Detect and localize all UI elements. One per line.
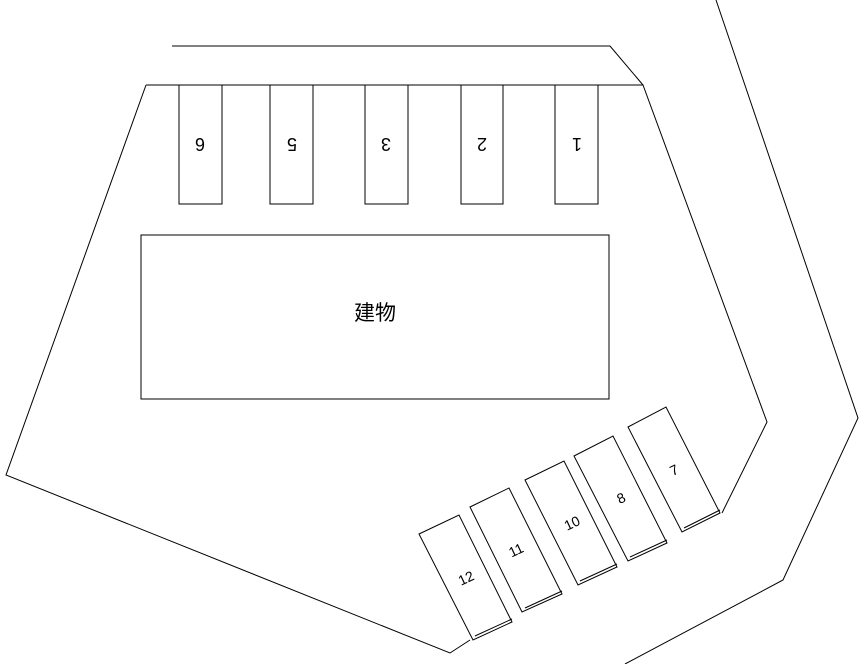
parking-space-10	[524, 460, 618, 586]
wheel-stop-11	[524, 590, 563, 609]
space-number-5: 5	[287, 134, 297, 154]
space-number-6: 6	[195, 134, 205, 154]
road-edge-right	[624, 0, 859, 664]
space-number-11: 11	[506, 540, 526, 561]
parking-space-2	[460, 84, 504, 205]
building-label: 建物	[354, 301, 396, 325]
building	[140, 234, 610, 400]
parking-space-8	[573, 435, 668, 562]
space-number-12: 12	[456, 567, 477, 588]
space-number-3: 3	[381, 134, 391, 154]
wheel-stop-7	[683, 509, 721, 529]
parking-space-3	[364, 84, 409, 205]
parking-space-11	[469, 487, 563, 613]
wheel-stop-8	[629, 539, 668, 558]
parking-space-5	[269, 84, 314, 205]
space-number-2: 2	[477, 134, 487, 154]
parking-space-1	[554, 84, 599, 205]
space-number-1: 1	[572, 134, 582, 154]
lot-boundary-left	[5, 84, 471, 654]
space-number-10: 10	[562, 512, 583, 533]
wheel-stop-12	[474, 618, 513, 637]
parking-space-12	[418, 514, 513, 641]
top-row-spaces: 6 5 3 2 1	[178, 84, 599, 205]
angled-row-spaces: 12 11 10 8 7	[418, 406, 721, 641]
parking-space-7	[627, 406, 721, 533]
parking-space-6	[178, 84, 223, 205]
wheel-stop-10	[579, 563, 618, 582]
road-edge-top	[172, 45, 644, 86]
